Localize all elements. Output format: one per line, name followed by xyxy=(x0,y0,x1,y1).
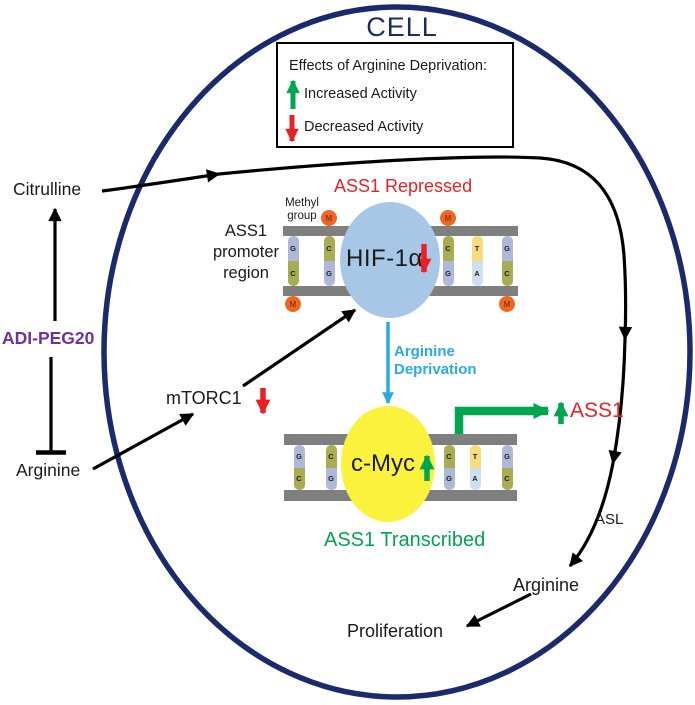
dna-base-C: C xyxy=(443,445,455,468)
dna-base-G: G xyxy=(323,261,335,286)
asl-label: ASL xyxy=(595,511,624,528)
deprivation-label-line2: Deprivation xyxy=(394,361,477,378)
dna-base-G: G xyxy=(293,445,305,468)
arginine-to-proliferation-arrow xyxy=(465,592,532,628)
dna-base-C: C xyxy=(501,467,513,490)
dna-base-T: T xyxy=(471,236,483,261)
dna-base-C: C xyxy=(325,445,337,468)
dna-base-C: C xyxy=(293,467,305,490)
dna-base-G: G xyxy=(443,467,455,490)
arginine-to-mtorc1-arrow xyxy=(92,412,195,471)
methyl-group-dot: M xyxy=(440,210,456,226)
hif1a-label: HIF-1α xyxy=(346,245,423,272)
dna-base-A: A xyxy=(471,261,483,286)
dna-base-G: G xyxy=(442,261,454,286)
ass1-label: ASS1 xyxy=(570,399,624,422)
cmyc-protein-blob xyxy=(341,406,435,522)
deprivation-label-line1: Arginine xyxy=(394,343,455,360)
methyl-group-dot: M xyxy=(285,296,301,312)
dna-base-C: C xyxy=(287,261,299,286)
methyl-group-dot: M xyxy=(499,296,515,312)
dna-base-G: G xyxy=(501,445,513,468)
cell-membrane xyxy=(101,4,693,700)
transcription-arrow xyxy=(454,402,550,434)
dna-base-T: T xyxy=(469,445,481,468)
proliferation-label: Proliferation xyxy=(347,621,444,641)
dna-base-C: C xyxy=(442,236,454,261)
citrulline-label: Citrulline xyxy=(13,179,82,199)
legend-title: Effects of Arginine Deprivation: xyxy=(289,58,488,74)
legend-box xyxy=(276,42,514,148)
cmyc-label: c-Myc xyxy=(351,450,415,477)
hif1a-protein-blob xyxy=(340,202,440,318)
arginine-right-label: Arginine xyxy=(513,575,580,595)
asl-to-arginine-arrow xyxy=(568,462,615,568)
dna-base-G: G xyxy=(287,236,299,261)
ass1-transcribed-label: ASS1 Transcribed xyxy=(324,529,486,551)
dna-base-G: G xyxy=(501,236,513,261)
mtorc1-to-hif1a-arrow xyxy=(242,308,357,388)
ass1-repressed-label: ASS1 Repressed xyxy=(334,176,473,196)
citrulline-export-arrow xyxy=(101,169,221,193)
promoter-region-label: ASS1 promoter region xyxy=(212,222,280,282)
legend-decreased-label: Decreased Activity xyxy=(304,119,424,135)
citrulline-recycle-curve-2 xyxy=(608,338,627,465)
arginine-left-label: Arginine xyxy=(16,460,81,480)
citrulline-recycle-curve-1 xyxy=(218,155,633,341)
dna-base-C: C xyxy=(501,261,513,286)
methyl-group-label: Methyl group xyxy=(285,197,319,222)
dna-base-A: A xyxy=(469,467,481,490)
dna-base-G: G xyxy=(325,467,337,490)
dna-base-C: C xyxy=(323,236,335,261)
adi-peg20-label: ADI-PEG20 xyxy=(2,328,95,348)
methyl-group-dot: M xyxy=(321,210,337,226)
cell-title: CELL xyxy=(366,12,438,42)
mtorc1-label: mTORC1 xyxy=(166,388,242,408)
legend-increased-label: Increased Activity xyxy=(304,86,417,102)
